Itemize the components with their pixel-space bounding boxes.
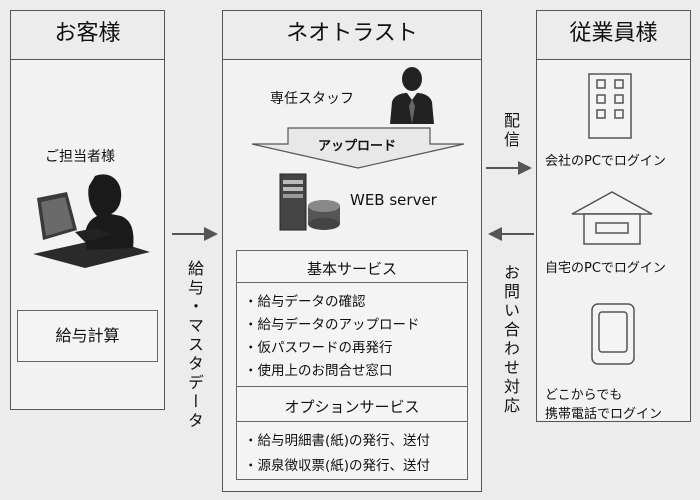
home-icon bbox=[571, 191, 653, 245]
basic-service-item: ・使用上のお問合せ窓口 bbox=[244, 363, 393, 379]
server-icon bbox=[279, 173, 340, 231]
payroll-calc-label: 給与計算 bbox=[55, 326, 120, 345]
arrow-left-icon bbox=[488, 227, 534, 241]
customer-header: お客様 bbox=[10, 10, 165, 60]
basic-services-title: 基本サービス bbox=[306, 260, 397, 278]
upload-label: アップロード bbox=[318, 139, 397, 154]
services-divider bbox=[236, 282, 468, 283]
login-mobile-label-1: どこからでも bbox=[545, 388, 623, 403]
login-home-label: 自宅のPCでログイン bbox=[545, 261, 666, 276]
neotrust-header: ネオトラスト bbox=[222, 10, 482, 60]
option-services-title: オプションサービス bbox=[284, 398, 420, 416]
upload-arrow-icon bbox=[251, 127, 465, 169]
basic-service-item: ・給与データの確認 bbox=[244, 294, 366, 310]
office-building-icon bbox=[588, 73, 632, 139]
basic-service-item: ・給与データのアップロード bbox=[244, 317, 420, 333]
staff-person-icon bbox=[390, 67, 434, 124]
staff-label: 専任スタッフ bbox=[270, 91, 354, 107]
option-service-item: ・給与明細書(紙)の発行、送付 bbox=[244, 433, 431, 449]
employee-header: 従業員様 bbox=[536, 10, 691, 60]
login-office-label: 会社のPCでログイン bbox=[545, 154, 666, 169]
payroll-calc-box: 給与計算 bbox=[17, 310, 158, 362]
basic-service-item: ・仮パスワードの再発行 bbox=[244, 340, 393, 356]
office-worker-icon bbox=[33, 174, 150, 268]
arrow-right-icon bbox=[172, 227, 218, 241]
mobile-phone-icon bbox=[591, 303, 635, 365]
arrow-right-icon bbox=[486, 161, 532, 175]
option-service-item: ・源泉徴収票(紙)の発行、送付 bbox=[244, 458, 431, 474]
server-label: WEB server bbox=[350, 191, 437, 209]
customer-person-label: ご担当者様 bbox=[45, 149, 115, 165]
services-box bbox=[236, 250, 468, 480]
services-divider bbox=[236, 421, 468, 422]
services-divider bbox=[236, 386, 468, 387]
distribution-flow-label: 配信 bbox=[501, 112, 520, 150]
payroll-master-flow-label: 給与・マスタデータ bbox=[185, 260, 204, 431]
inquiry-flow-label: お問い合わせ対応 bbox=[501, 264, 520, 416]
login-mobile-label-2: 携帯電話でログイン bbox=[545, 407, 663, 422]
